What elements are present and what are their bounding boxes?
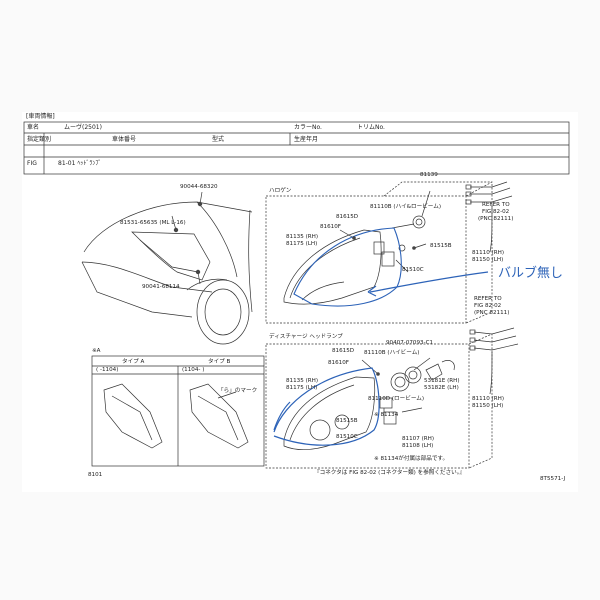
ref-top-line3: (PNC 82111)	[478, 216, 514, 222]
fig-value: 81-01 ﾍｯﾄﾞﾗﾝﾌﾟ	[58, 160, 102, 167]
halogen-part-label: 81615D	[336, 214, 359, 220]
discharge-note: ※ 81134が付属は部品です。	[374, 456, 449, 462]
handwritten-note: バルブ無し	[498, 265, 563, 281]
discharge-part-label: 81108 (LH)	[402, 443, 434, 449]
part-bottom-lh: 81150 (LH)	[472, 403, 504, 409]
discharge-part-label: 81515B	[336, 418, 358, 424]
discharge-part-label: 81615D	[332, 348, 355, 354]
discharge-part-label: 81135 (RH)	[286, 378, 319, 384]
discharge-group-frame	[265, 343, 470, 469]
car-wheel	[196, 279, 250, 345]
halogen-part-label: 81510C	[402, 267, 424, 273]
discharge-part-label: ※ 81134	[374, 412, 399, 418]
type-b-range: (1104- )	[182, 367, 205, 373]
ref-bottom-line1: REFER TO	[474, 296, 502, 302]
discharge-part-label: 81110B (ハイビーム)	[364, 350, 420, 356]
discharge-part-label: 90407-07093-C1	[386, 340, 434, 346]
discharge-part-label: 81175 (LH)	[286, 385, 318, 391]
header-table	[23, 121, 570, 175]
car-part-label: 90044-68320	[180, 184, 218, 190]
ref-top-line2: FIG 82-02	[482, 209, 510, 215]
ref-bottom-line3: (PNC 82111)	[474, 310, 510, 316]
car-part-label: 90041-68114	[142, 284, 180, 290]
form-label: 型式	[212, 136, 225, 143]
discharge-headlamp-drawing	[283, 360, 455, 450]
diagram-drawing: バルブ無し	[23, 121, 570, 469]
discharge-ballast-ring	[390, 372, 410, 392]
discharge-part-label: 53182E (LH)	[424, 385, 459, 391]
handwritten-annotation	[273, 227, 489, 446]
wiring-harness-bottom	[469, 327, 519, 395]
type-spec-label: 指定類別	[27, 136, 52, 143]
halogen-part-label: 81110B (ハイ&ロービーム)	[370, 204, 442, 210]
page-number: 8101	[88, 472, 103, 478]
diagram-sheet: バルブ無し [車両情報] 車名 ムーヴ(2501) カラーNo. トリムNo. …	[22, 112, 578, 492]
type-a-lamp-drawing	[103, 383, 163, 449]
halogen-bulb-socket	[412, 215, 426, 229]
halogen-group-frame	[265, 195, 467, 324]
chassis-label: 車体番号	[112, 136, 137, 143]
document-code: 8T5571-J	[540, 476, 566, 482]
trim-label: トリムNo.	[357, 124, 385, 131]
type-b-label: タイプ B	[208, 359, 231, 365]
halogen-part-label: 81135 (RH)	[286, 234, 319, 240]
model-value: ムーヴ(2501)	[64, 124, 102, 131]
fig-label: FIG	[27, 160, 37, 167]
car-part-label: 81531-65635 (ML L-16)	[120, 220, 186, 226]
discharge-part-label: 81107 (RH)	[402, 436, 435, 442]
type-b-lamp-drawing	[189, 383, 249, 449]
section-label: [車両情報]	[26, 113, 55, 120]
ref-bottom-line2: FIG 82-02	[474, 303, 502, 309]
car-headlamp-outline	[131, 231, 211, 281]
part-bottom-rh: 81110 (RH)	[472, 396, 505, 402]
discharge-part-label: 81610F	[328, 360, 350, 366]
color-label: カラーNo.	[294, 124, 322, 131]
model-label: 車名	[27, 124, 40, 131]
halogen-part-label: 81515B	[430, 243, 452, 249]
halogen-part-label: 81175 (LH)	[286, 241, 318, 247]
halogen-headlamp-drawing	[283, 215, 426, 305]
production-label: 生産年月	[294, 136, 319, 143]
car-front-illustration	[81, 201, 253, 345]
discharge-title: ディスチャージ ヘッドランプ	[269, 334, 343, 340]
discharge-part-label: 53181E (RH)	[424, 378, 460, 384]
discharge-part-label: 81510C	[336, 434, 358, 440]
part-top-lh: 81150 (LH)	[472, 257, 504, 263]
halogen-title: ハロゲン	[269, 188, 292, 194]
halogen-part-label: 81610F	[320, 224, 342, 230]
type-box-header: ※A	[92, 348, 101, 354]
discharge-part-label: 81110D (ロービーム)	[368, 396, 425, 402]
halogen-part-label: 81139	[420, 172, 438, 178]
part-top-rh: 81110 (RH)	[472, 250, 505, 256]
wiring-harness-top	[465, 181, 513, 253]
connector-note: 『コネクタは FIG 82-02 (コネクター類) を参照ください。』	[314, 470, 466, 476]
type-b-mark: 「ら」のマーク	[218, 388, 258, 394]
type-a-range: ( -1104)	[96, 367, 119, 373]
type-a-label: タイプ A	[122, 359, 145, 365]
ref-top-line1: REFER TO	[482, 202, 510, 208]
